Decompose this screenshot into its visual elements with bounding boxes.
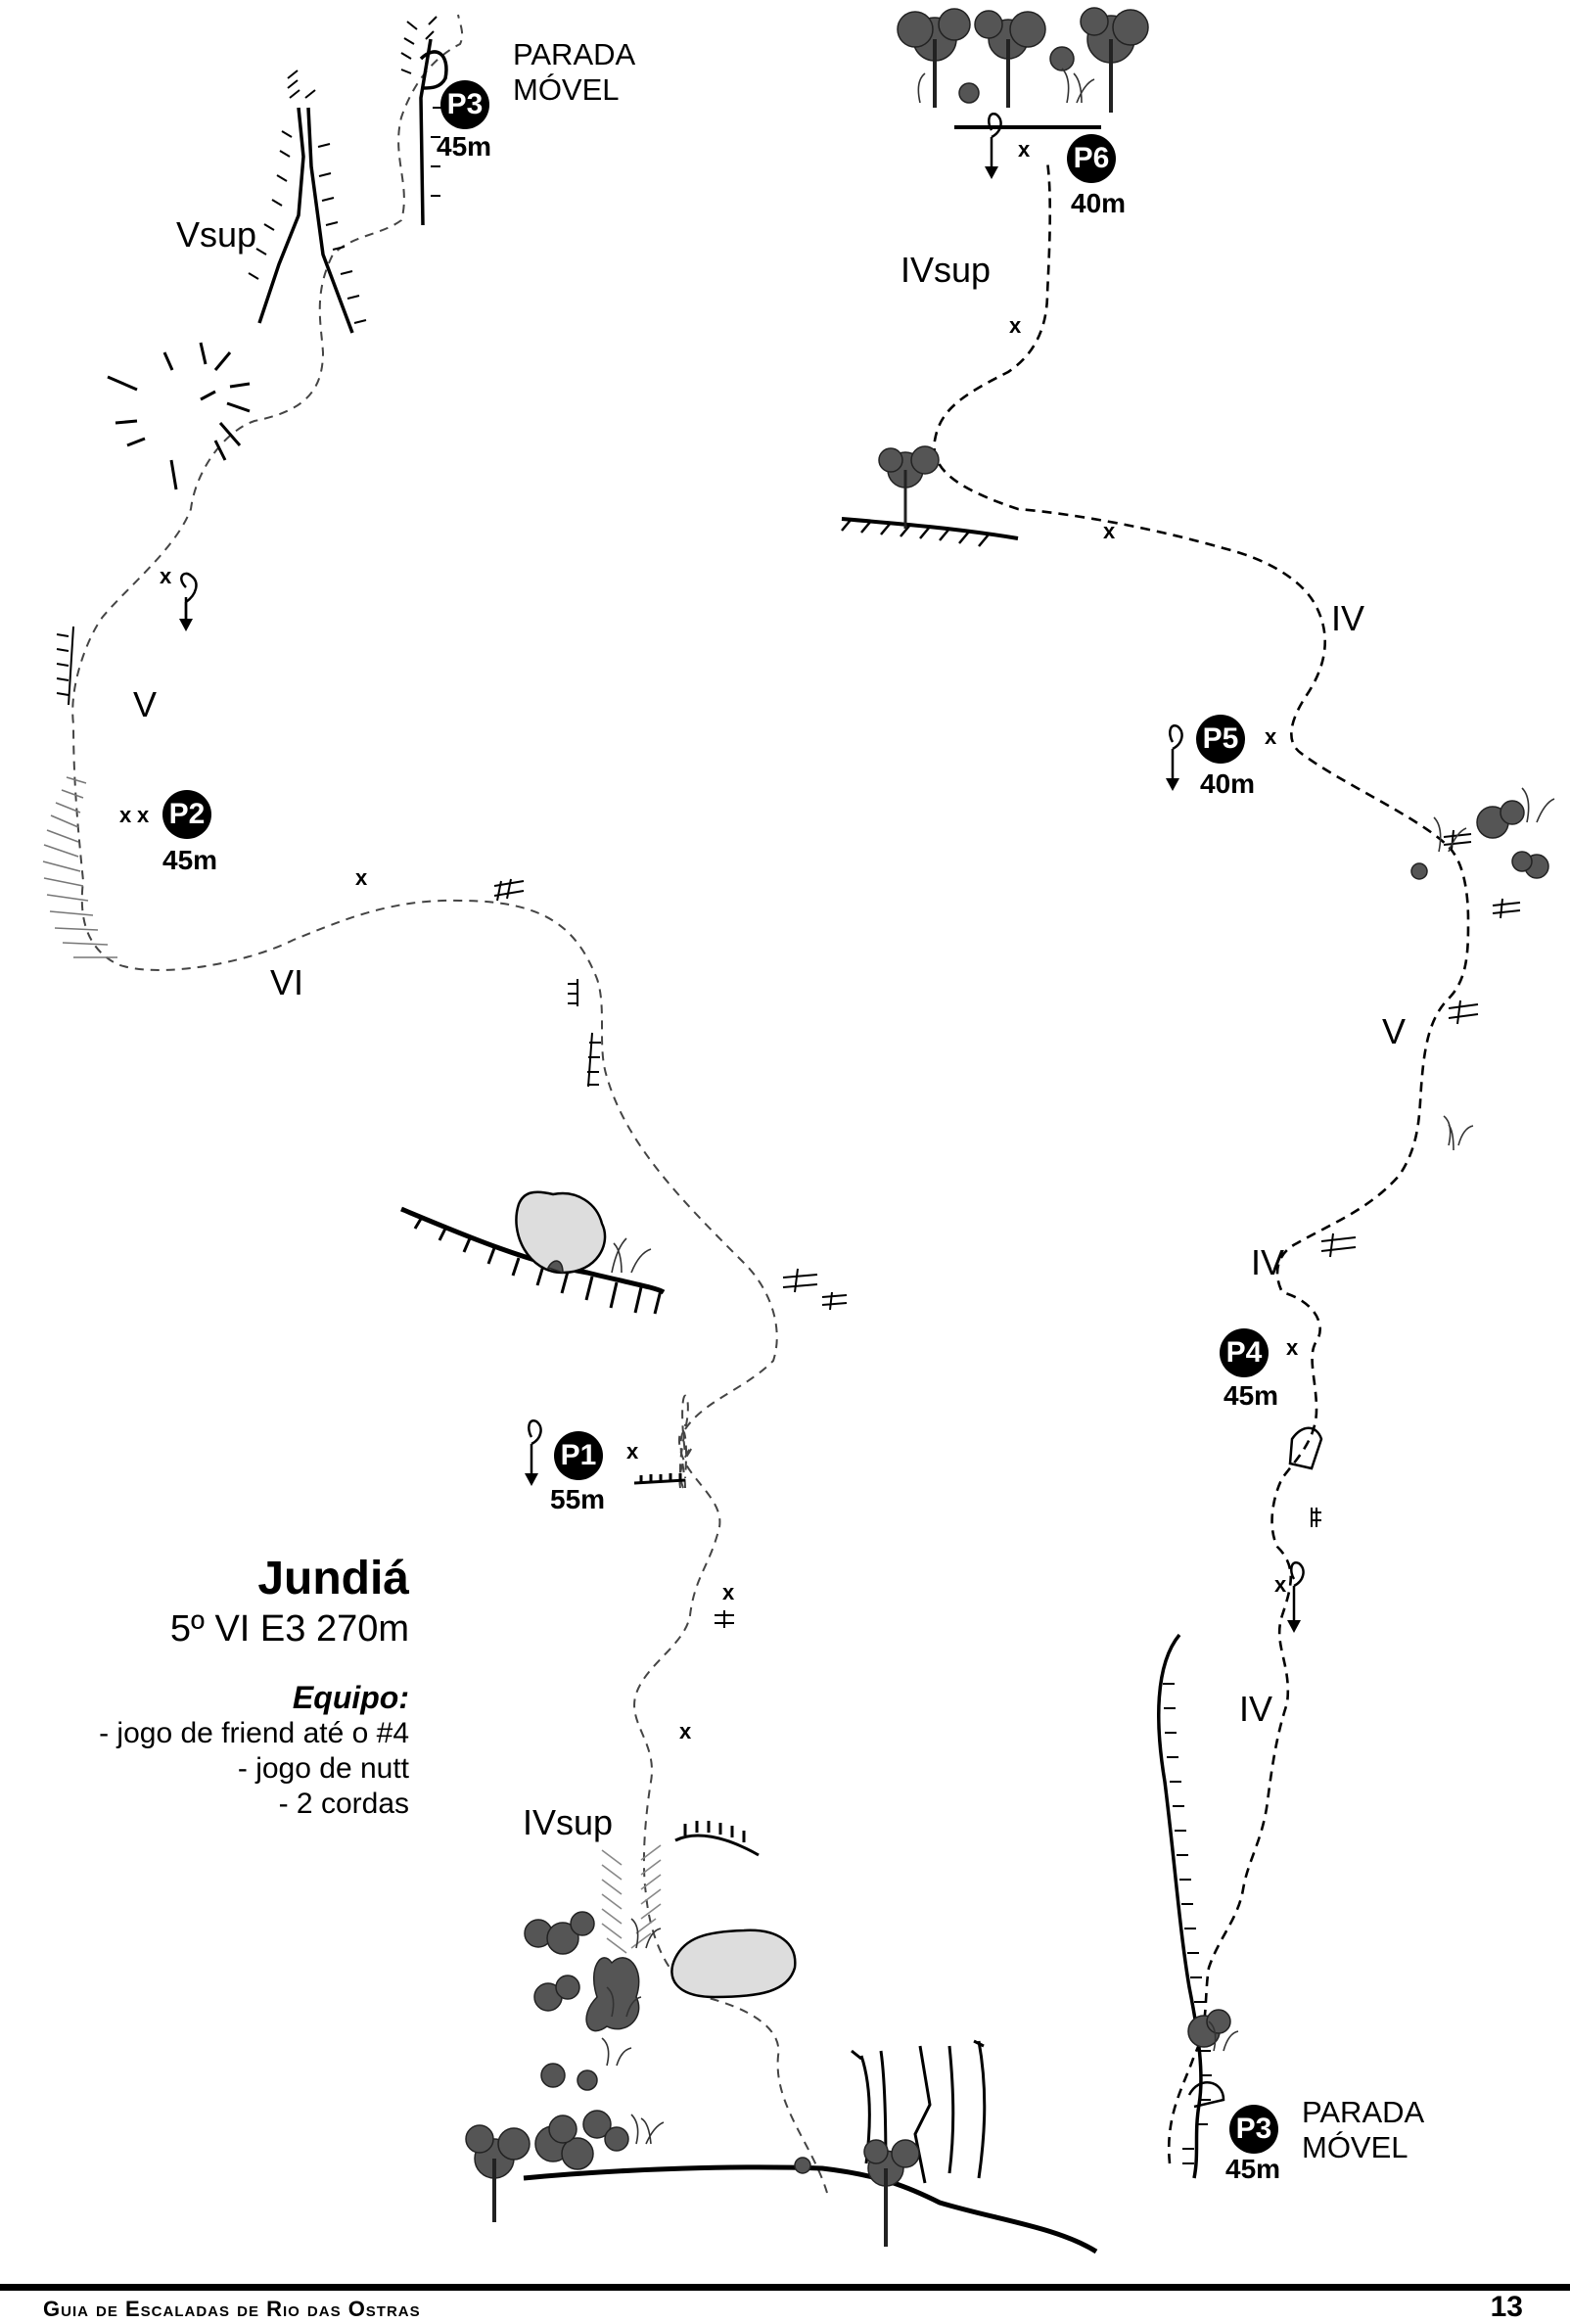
right-ladder-marks [1311, 829, 1521, 1527]
bolt-mark: x [1265, 724, 1277, 749]
bolt-mark: x [137, 803, 150, 827]
right-vegetation [878, 7, 1549, 2048]
grade-label-v-right: V [1382, 1011, 1407, 1051]
grade-label-v-left: V [133, 684, 158, 724]
parada-movel-bottom-label: PARADA MÓVEL [1302, 2095, 1425, 2164]
belay-p1-marker: P1 [554, 1431, 603, 1480]
bolt-mark: x [355, 865, 368, 890]
p1-ledge [633, 1473, 686, 1485]
route-info: Jundiá 5º VI E3 270m Equipo: - jogo de f… [99, 1552, 409, 1822]
right-route-line [933, 161, 1470, 2164]
grade-label-iv-mid: IV [1251, 1242, 1285, 1282]
grade-label-iv-upper: IV [1331, 598, 1365, 638]
belay-p6-marker: P6 [1067, 134, 1116, 183]
right-p3-cleft [1187, 2081, 1225, 2109]
bolt-mark: x [722, 1580, 735, 1604]
bolt-mark: x [626, 1439, 639, 1464]
belay-p3-top-length: 45m [437, 131, 492, 162]
belay-p5-length: 40m [1200, 768, 1256, 799]
footer-title: Guia de Escaladas de Rio das Ostras [43, 2297, 421, 2321]
boulder-mid [515, 1190, 607, 1275]
belay-p2-marker: P2 [162, 790, 211, 839]
bolt-mark: x [1274, 1572, 1287, 1597]
left-route-line [71, 14, 828, 2194]
bottom-slab-hatch [601, 1844, 662, 1954]
left-slab-hatch [42, 776, 117, 958]
right-grass [917, 68, 1555, 2052]
left-crack-ticks [248, 16, 442, 324]
right-ledge [841, 517, 1019, 547]
gear-item: - jogo de nutt [237, 1751, 409, 1785]
belay-p3-bottom-length: 45m [1225, 2154, 1281, 2184]
bolt-mark: x [1009, 313, 1022, 338]
boulder-bottom [670, 1929, 797, 1999]
belay-p4-length: 45m [1224, 1380, 1279, 1411]
bottom-overhang [674, 1821, 760, 1857]
p4-cleft [1288, 1426, 1323, 1470]
bolt-mark: x [679, 1719, 692, 1743]
route-grade: 5º VI E3 270m [169, 1608, 409, 1650]
belay-p3-bottom-marker: P3 [1229, 2105, 1278, 2154]
bolt-mark: x [160, 564, 172, 588]
grade-label-ivsup-left: IVsup [523, 1802, 614, 1842]
rappel-arrows [179, 166, 1301, 1633]
ground-line [523, 2164, 1098, 2254]
belay-p2-length: 45m [162, 845, 218, 875]
footer-rule [0, 2284, 1570, 2291]
route-name: Jundiá [257, 1553, 409, 1604]
bolt-mark: x [119, 803, 132, 827]
left-grass [601, 1237, 665, 2145]
bolt-mark: x [1018, 137, 1031, 162]
left-crack-top [257, 38, 448, 334]
right-bottom-wall-ticks [1163, 1683, 1212, 2164]
grade-label-ivsup-right: IVsup [900, 250, 992, 290]
roof-starburst [107, 342, 251, 490]
gear-item: - 2 cordas [278, 1787, 409, 1820]
rappel-symbols [180, 112, 1305, 1625]
belay-p3-top-marker: P3 [440, 80, 489, 129]
gear-title: Equipo: [292, 1679, 409, 1715]
belay-p6-length: 40m [1071, 188, 1127, 218]
page-number: 13 [1490, 2291, 1523, 2323]
right-bottom-wall [1157, 1633, 1203, 2179]
left-ladder-marks [493, 878, 848, 1628]
left-vegetation [465, 1260, 920, 2247]
bolt-mark: x [1286, 1335, 1299, 1360]
grade-label-iv-lower: IV [1239, 1689, 1273, 1729]
parada-movel-top-label: PARADA MÓVEL [513, 37, 636, 107]
grade-label-vi: VI [270, 962, 304, 1002]
belay-p1-length: 55m [550, 1484, 606, 1514]
belay-p4-marker: P4 [1220, 1328, 1269, 1377]
grade-label-vsup: Vsup [176, 214, 257, 255]
left-wall-ticks [56, 626, 74, 706]
gear-item: - jogo de friend até o #4 [99, 1716, 409, 1749]
bolt-mark: x [1103, 519, 1116, 543]
belay-p5-marker: P5 [1196, 715, 1245, 764]
